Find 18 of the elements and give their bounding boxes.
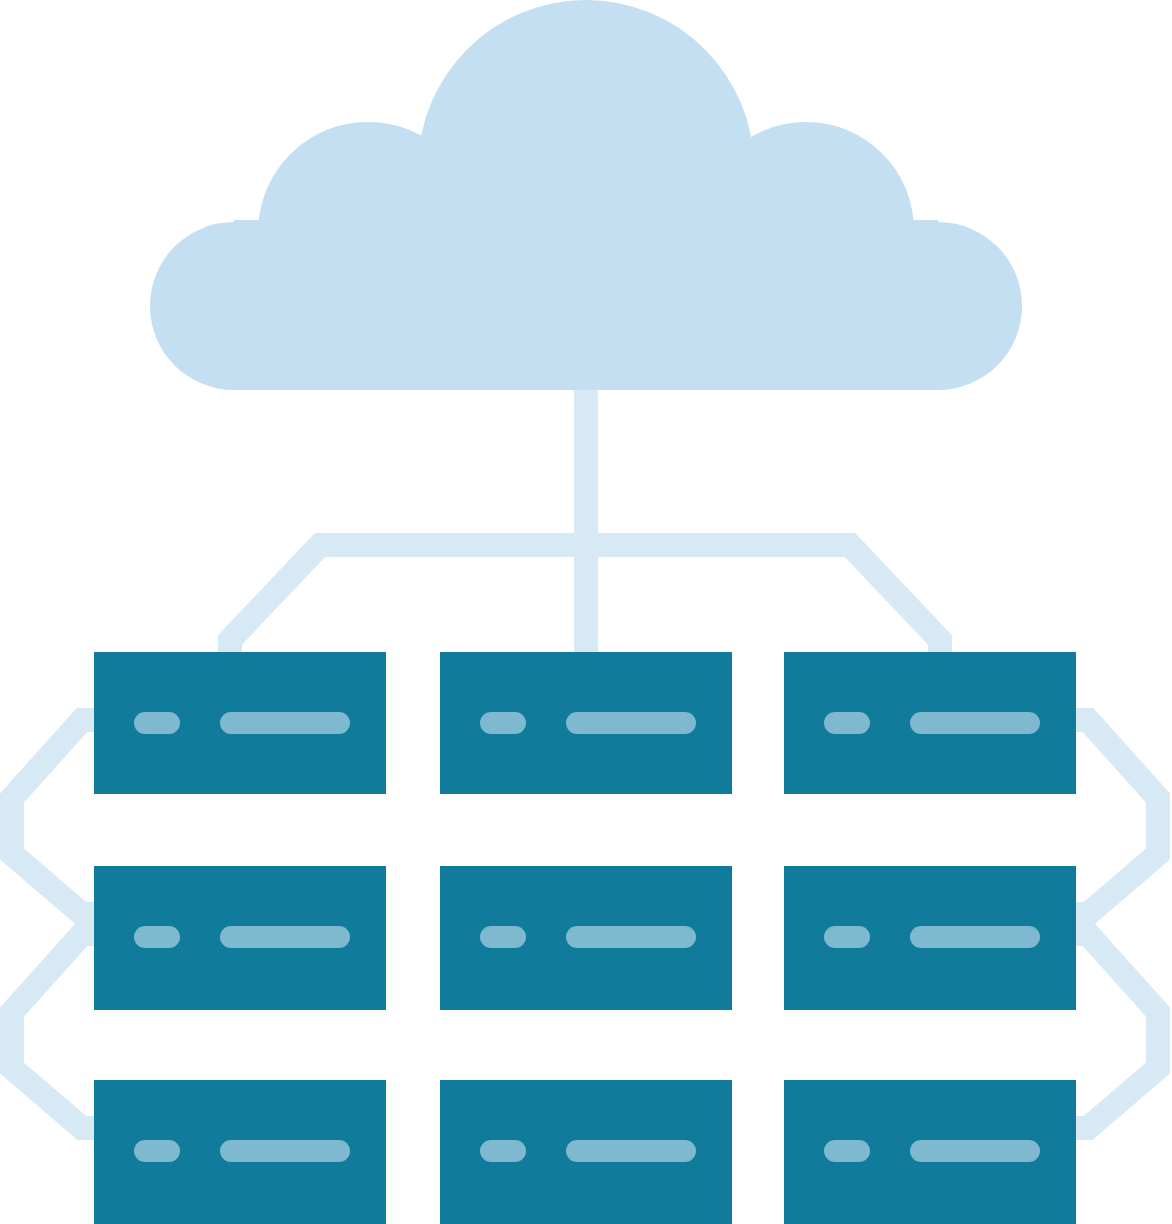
connector-line bbox=[574, 390, 598, 557]
server-unit bbox=[94, 866, 386, 1010]
server-unit bbox=[440, 652, 732, 794]
connector-line bbox=[218, 533, 574, 652]
connector-line bbox=[574, 557, 598, 652]
server-unit bbox=[440, 866, 732, 1010]
connector-line bbox=[598, 533, 952, 652]
server-unit bbox=[784, 1080, 1076, 1224]
connector-line bbox=[0, 922, 94, 1140]
connector-line bbox=[0, 708, 94, 926]
connector-line bbox=[1076, 922, 1170, 1140]
server-unit bbox=[440, 1080, 732, 1224]
cloud bbox=[150, 0, 1022, 390]
server-unit bbox=[94, 652, 386, 794]
connector-line bbox=[1076, 708, 1170, 926]
server-unit bbox=[784, 652, 1076, 794]
server-unit bbox=[784, 866, 1076, 1010]
server-unit bbox=[94, 1080, 386, 1224]
